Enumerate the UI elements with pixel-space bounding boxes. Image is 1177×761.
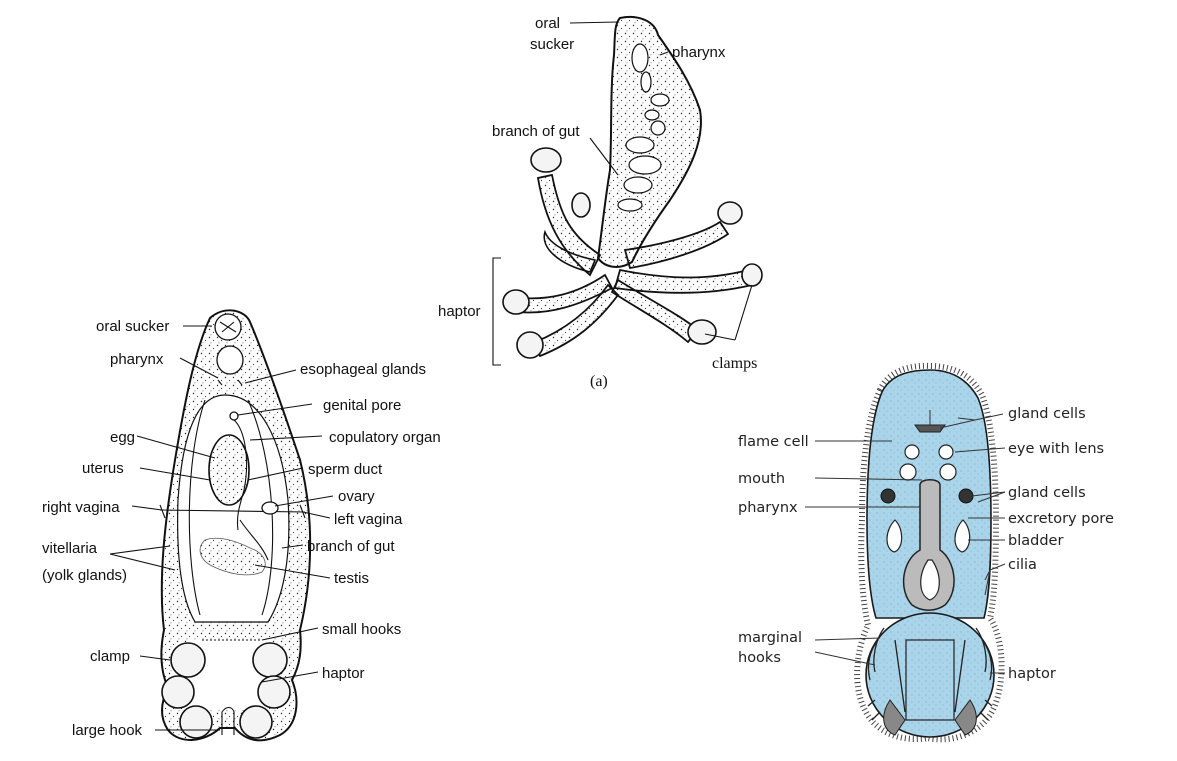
label-a-branch-of-gut: branch of gut xyxy=(492,123,580,140)
label-c-excretory-pore: excretory pore xyxy=(1008,511,1114,527)
label-b-small-hooks: small hooks xyxy=(322,621,401,638)
label-b-large-hook: large hook xyxy=(72,722,143,739)
label-b-oral-sucker: oral sucker xyxy=(96,318,169,335)
label-c-gland-cells-mid: gland cells xyxy=(1008,485,1086,501)
label-c-marginal: marginal xyxy=(738,630,802,646)
label-b-pharynx: pharynx xyxy=(110,351,164,368)
label-a-oral-sucker-2: sucker xyxy=(530,36,574,53)
label-c-eye-with-lens: eye with lens xyxy=(1008,441,1104,457)
label-b-egg: egg xyxy=(110,429,135,446)
label-c-hooks: hooks xyxy=(738,650,781,666)
label-b-vitellaria: vitellaria xyxy=(42,540,98,557)
label-b-testis: testis xyxy=(334,570,369,587)
label-a-clamps: clamps xyxy=(712,355,757,372)
label-b-uterus: uterus xyxy=(82,460,124,477)
label-c-flame-cell: flame cell xyxy=(738,434,809,450)
label-b-clamp: clamp xyxy=(90,648,130,665)
diagram-b: oral sucker pharynx esophageal glands ge… xyxy=(42,309,441,742)
label-a-pharynx: pharynx xyxy=(672,44,726,61)
label-a-oral-sucker-1: oral xyxy=(535,15,560,32)
diagram-c: gland cells flame cell eye with lens mou… xyxy=(738,362,1114,743)
label-b-branch-of-gut: branch of gut xyxy=(307,538,395,555)
diagram-a-arms xyxy=(516,173,754,358)
label-c-pharynx: pharynx xyxy=(738,500,798,516)
label-b-esophageal-glands: esophageal glands xyxy=(300,361,426,378)
label-c-haptor: haptor xyxy=(1008,666,1056,682)
label-c-bladder: bladder xyxy=(1008,533,1063,549)
label-b-sperm-duct: sperm duct xyxy=(308,461,383,478)
label-c-mouth: mouth xyxy=(738,471,785,487)
label-a-haptor: haptor xyxy=(438,303,481,320)
diagram-c-haptor xyxy=(865,612,995,738)
label-b-haptor: haptor xyxy=(322,665,365,682)
diagram-a: oral sucker pharynx branch of gut haptor… xyxy=(438,15,763,390)
diagram-a-gut xyxy=(617,43,670,212)
label-b-genital-pore: genital pore xyxy=(323,397,401,414)
label-b-copulatory-organ: copulatory organ xyxy=(329,429,441,446)
diagram-b-egg xyxy=(208,434,250,506)
caption-a: (a) xyxy=(590,373,608,390)
diagram-a-clamps xyxy=(502,147,763,359)
label-b-ovary: ovary xyxy=(338,488,375,505)
diagram-b-clamps xyxy=(161,642,291,739)
label-c-cilia: cilia xyxy=(1008,557,1037,573)
label-b-right-vagina: right vagina xyxy=(42,499,120,516)
diagram-b-testis xyxy=(199,537,266,576)
label-b-left-vagina: left vagina xyxy=(334,511,403,528)
label-c-gland-cells-top: gland cells xyxy=(1008,406,1086,422)
label-b-yolk-glands: (yolk glands) xyxy=(42,567,127,584)
